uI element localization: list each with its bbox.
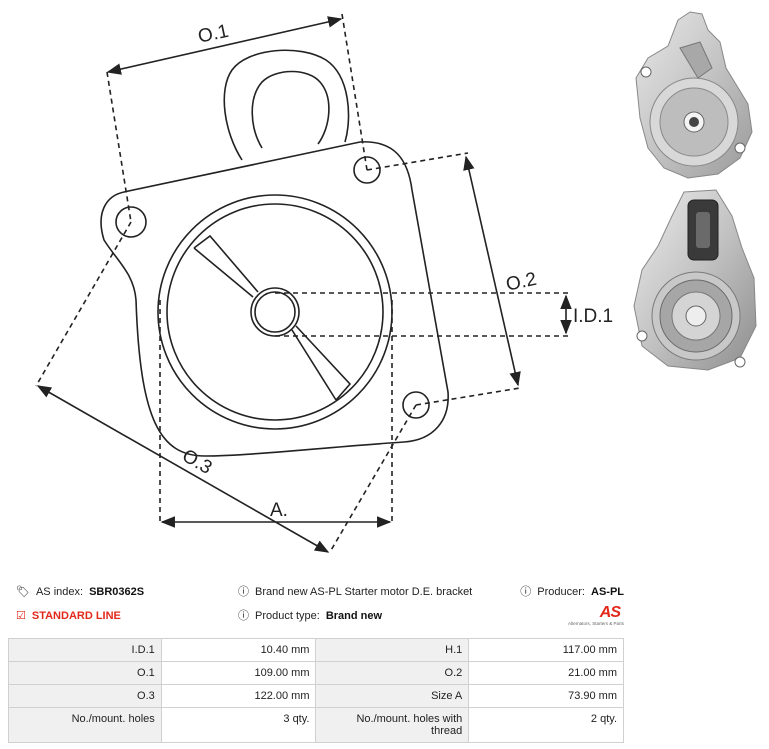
tags-icon: 🏷︎ (16, 585, 30, 598)
product-photo-back (628, 186, 763, 372)
product-photo-front (628, 8, 763, 180)
producer-value: AS-PL (591, 586, 624, 598)
table-row: I.D.1 10.40 mm H.1 117.00 mm (8, 638, 624, 662)
o1-ext-left (106, 71, 132, 223)
spec-label: I.D.1 (8, 638, 162, 662)
product-type-label: Product type: (255, 610, 320, 622)
spec-value: 73.90 mm (468, 684, 624, 708)
table-row: O.3 122.00 mm Size A 73.90 mm (8, 684, 624, 708)
spec-label: O.2 (315, 661, 470, 685)
o3-label: O.3 (178, 445, 215, 478)
o3-dimension-line (36, 385, 330, 553)
product-line: ☑ STANDARD LINE (16, 610, 121, 622)
as-index: 🏷︎ AS index: SBR0362S (16, 586, 144, 598)
cutaway-sector (193, 234, 352, 401)
o2-ext-top (366, 152, 469, 171)
o3-ext-right (329, 404, 417, 553)
bore-inner-ring (166, 203, 384, 421)
o2-ext-bottom (415, 387, 521, 406)
spec-label: No./mount. holes with thread (315, 707, 470, 743)
spec-label: O.3 (8, 684, 162, 708)
spec-value: 122.00 mm (160, 684, 317, 708)
table-row: No./mount. holes 3 qty. No./mount. holes… (8, 707, 624, 743)
logo-mark: AS (599, 604, 621, 621)
spec-value: 109.00 mm (160, 661, 317, 685)
top-lug-opening (251, 70, 330, 149)
spec-value: 117.00 mm (468, 638, 624, 662)
spec-label: O.1 (8, 661, 162, 685)
shaft-hole-outer (250, 287, 300, 337)
a-label: A. (270, 500, 288, 521)
info-circle-icon: ⓘ (520, 585, 532, 598)
specs-table: I.D.1 10.40 mm H.1 117.00 mm O.1 109.00 … (8, 638, 624, 743)
technical-drawing: O.1 O.2 O.3 A. I.D.1 (35, 13, 613, 553)
product-type-value: Brand new (325, 610, 383, 622)
logo-tagline: Alternators, Starters & Parts (567, 621, 624, 626)
bore-outer-ring (157, 194, 393, 430)
info-circle-icon: ⓘ (238, 585, 249, 598)
o1-label: O.1 (196, 21, 230, 48)
shaft-hole-inner (254, 291, 296, 333)
spec-value: 10.40 mm (160, 638, 317, 662)
as-index-value: SBR0362S (89, 586, 145, 598)
o3-ext-left (35, 221, 132, 387)
as-index-label: AS index: (35, 586, 84, 598)
producer: ⓘ Producer: AS-PL (520, 586, 624, 598)
spec-label: No./mount. holes (8, 707, 162, 743)
spec-label: H.1 (315, 638, 470, 662)
info-circle-icon: ⓘ (238, 609, 249, 622)
top-lug (223, 49, 350, 161)
bracket-outline (100, 141, 449, 457)
as-pl-logo: AS Alternators, Starters & Parts (560, 604, 624, 630)
product-description: ⓘ Brand new AS-PL Starter motor D.E. bra… (238, 586, 472, 598)
o1-dimension-line (106, 16, 343, 75)
producer-label: Producer: (537, 586, 585, 598)
product-line-label: STANDARD LINE (31, 610, 121, 622)
mount-hole-top-right (353, 156, 381, 184)
spec-value: 21.00 mm (468, 661, 624, 685)
table-row: O.1 109.00 mm O.2 21.00 mm (8, 661, 624, 685)
check-square-icon: ☑ (16, 609, 26, 622)
description-text: Brand new AS-PL Starter motor D.E. brack… (255, 586, 473, 598)
mount-hole-bottom-right (402, 391, 430, 419)
spec-value: 2 qty. (468, 707, 624, 743)
product-type: ⓘ Product type: Brand new (238, 610, 382, 622)
product-info: 🏷︎ AS index: SBR0362S ☑ STANDARD LINE ⓘ … (16, 586, 624, 630)
spec-label: Size A (315, 684, 470, 708)
id1-label: I.D.1 (573, 306, 613, 327)
mount-hole-left (115, 206, 147, 238)
o2-label: O.2 (504, 269, 538, 296)
spec-value: 3 qty. (160, 707, 317, 743)
o2-dimension-line (463, 155, 521, 387)
